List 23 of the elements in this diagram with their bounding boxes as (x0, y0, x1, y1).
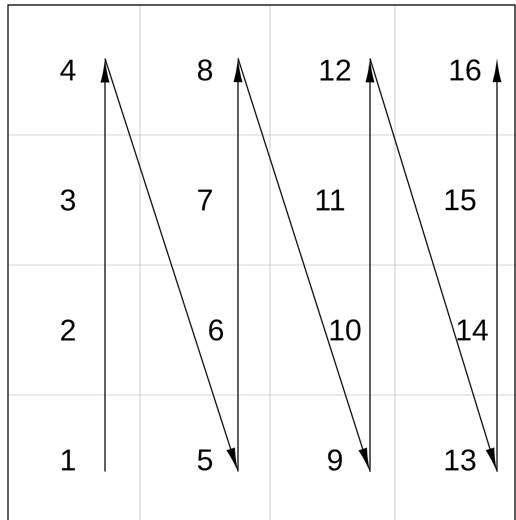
number: 11 (316, 190, 344, 210)
arrow (234, 62, 242, 472)
number: 4 (60, 60, 76, 80)
number: 9 (328, 449, 342, 471)
arrow (366, 62, 374, 472)
arrow (369, 58, 496, 468)
number: 13 (446, 449, 476, 471)
number: 6 (209, 319, 224, 341)
number: 3 (60, 189, 76, 211)
arrow (100, 62, 110, 472)
number: 7 (198, 190, 212, 210)
arrow (237, 58, 370, 468)
number: 15 (446, 190, 476, 210)
number: 14 (458, 320, 488, 340)
arrow (492, 62, 502, 472)
number: 2 (61, 320, 75, 340)
number: 5 (198, 450, 212, 470)
number: 8 (198, 59, 212, 81)
number: 16 (450, 59, 480, 81)
number: 1 (62, 450, 75, 470)
number: 10 (330, 319, 360, 341)
number: 12 (320, 60, 350, 80)
arrow (104, 58, 238, 468)
